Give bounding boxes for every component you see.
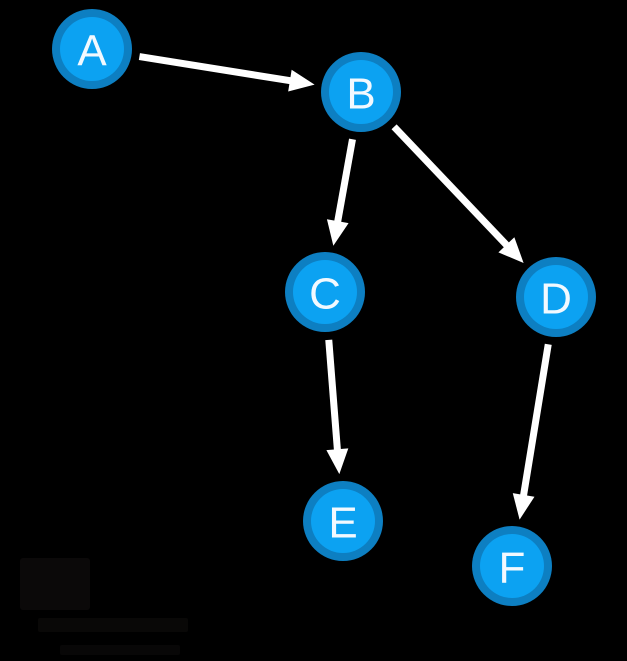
- arrowhead-icon: [288, 69, 315, 92]
- node-inner-circle: [524, 265, 588, 329]
- edge-A-B[interactable]: [138, 53, 315, 92]
- node-inner-circle: [293, 260, 357, 324]
- node-D[interactable]: D: [516, 257, 596, 337]
- edge-D-F-line: [519, 343, 552, 498]
- edge-B-C-line: [333, 138, 356, 224]
- node-inner-circle: [480, 534, 544, 598]
- node-inner-circle: [329, 60, 393, 124]
- arrowhead-icon: [326, 448, 349, 475]
- node-A[interactable]: A: [52, 9, 132, 89]
- arrowhead-icon: [326, 219, 349, 246]
- node-inner-circle: [311, 489, 375, 553]
- node-inner-circle: [60, 17, 124, 81]
- edge-C-E[interactable]: [325, 339, 349, 475]
- edge-B-D[interactable]: [391, 124, 524, 263]
- edge-B-C[interactable]: [326, 138, 356, 246]
- arrowhead-icon: [498, 237, 524, 263]
- edge-A-B-line: [138, 53, 293, 85]
- edge-D-F[interactable]: [512, 343, 552, 520]
- node-E[interactable]: E: [303, 481, 383, 561]
- node-B[interactable]: B: [321, 52, 401, 132]
- node-F[interactable]: F: [472, 526, 552, 606]
- node-C[interactable]: C: [285, 252, 365, 332]
- arrowhead-icon: [512, 493, 535, 520]
- edge-B-D-line: [391, 124, 511, 249]
- edge-C-E-line: [325, 339, 342, 452]
